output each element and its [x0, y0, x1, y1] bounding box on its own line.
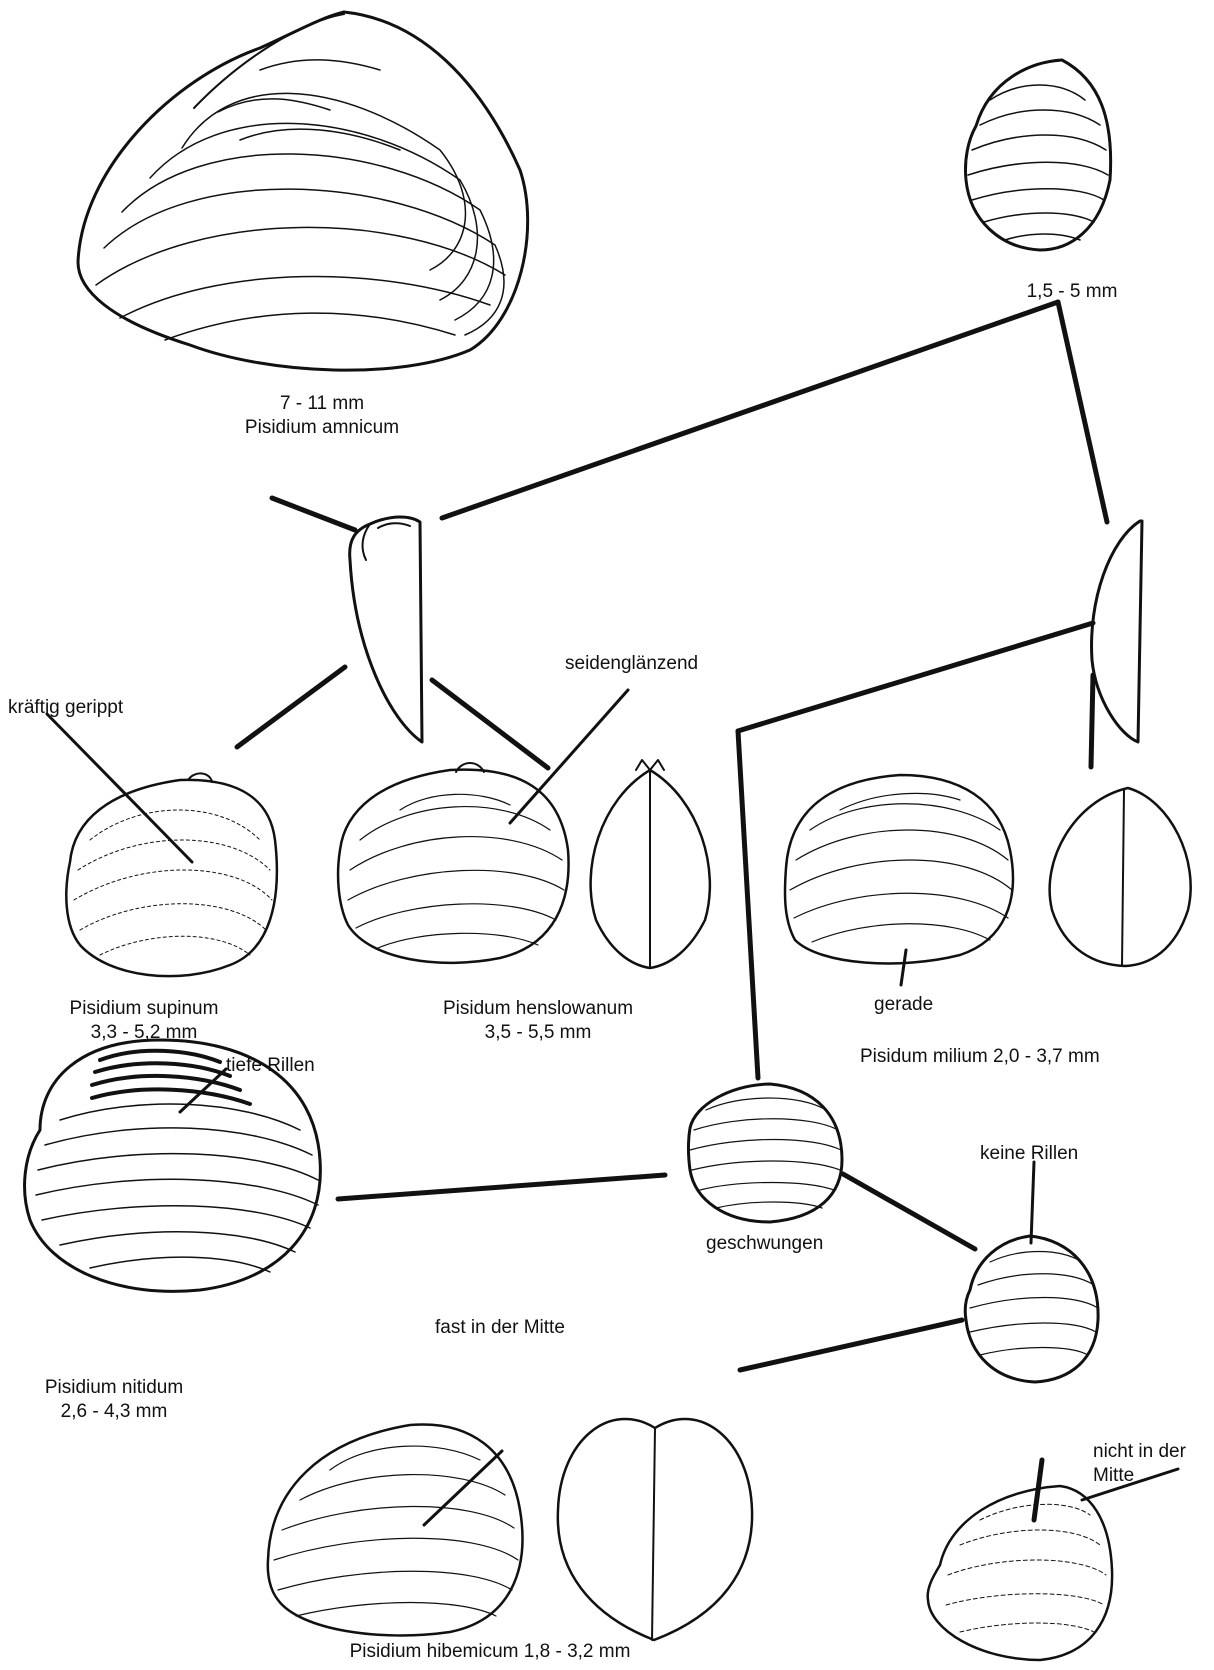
pisidium-hibernicum-shell [268, 1424, 523, 1635]
amnicum-size-label: 7 - 11 mm [280, 392, 364, 416]
pisidium-henslowanum-shell [338, 763, 568, 963]
henslowanum-size-label: 3,5 - 5,5 mm [485, 1021, 592, 1045]
pisidium-henslowanum-front [591, 760, 710, 968]
annotation-gerade: gerade [874, 993, 933, 1017]
annotation-keine-rillen: keine Rillen [980, 1142, 1078, 1166]
hibernicum-name-size-label: Pisidium hibemicum 1,8 - 3,2 mm [350, 1640, 631, 1664]
side-profile-shell-right [1092, 521, 1142, 742]
pisidium-milium-shell [785, 775, 1013, 963]
henslowanum-name-label: Pisidum henslowanum [443, 997, 633, 1021]
connector-lines [237, 302, 1107, 1520]
supinum-size-label: 3,3 - 5,2 mm [91, 1021, 198, 1045]
pisidium-milium-front [1050, 788, 1191, 966]
supinum-name-label: Pisidium supinum [70, 997, 219, 1021]
nitidum-size-label: 2,6 - 4,3 mm [61, 1400, 168, 1424]
pisidium-amnicum-shell [78, 12, 528, 370]
small-shell-top [965, 60, 1110, 250]
lower-right-shell [965, 1236, 1098, 1382]
annotation-tiefe-rillen: tiefe Rillen [226, 1054, 315, 1078]
amnicum-name-label: Pisidium amnicum [245, 416, 399, 440]
annotation-kraeftig-gerippt: kräftig gerippt [8, 696, 123, 720]
pisidium-supinum-shell [66, 773, 277, 976]
nitidum-name-label: Pisidium nitidum [45, 1376, 183, 1400]
annotation-geschwungen: geschwungen [706, 1232, 823, 1256]
pisidium-hibernicum-front [558, 1419, 752, 1640]
side-profile-shell-left [350, 517, 422, 742]
annotation-fast-in-der-mitte: fast in der Mitte [435, 1316, 565, 1340]
bottom-right-shell [928, 1486, 1112, 1660]
annotation-nicht-in-der-line2: Mitte [1093, 1464, 1134, 1488]
small-shell-size-label: 1,5 - 5 mm [1027, 280, 1118, 304]
milium-name-size-label: Pisidum milium 2,0 - 3,7 mm [860, 1045, 1100, 1069]
central-shell [689, 1084, 843, 1222]
annotation-nicht-in-der-line1: nicht in der [1093, 1440, 1186, 1464]
annotation-seidenglaenzend: seidenglänzend [565, 652, 698, 676]
